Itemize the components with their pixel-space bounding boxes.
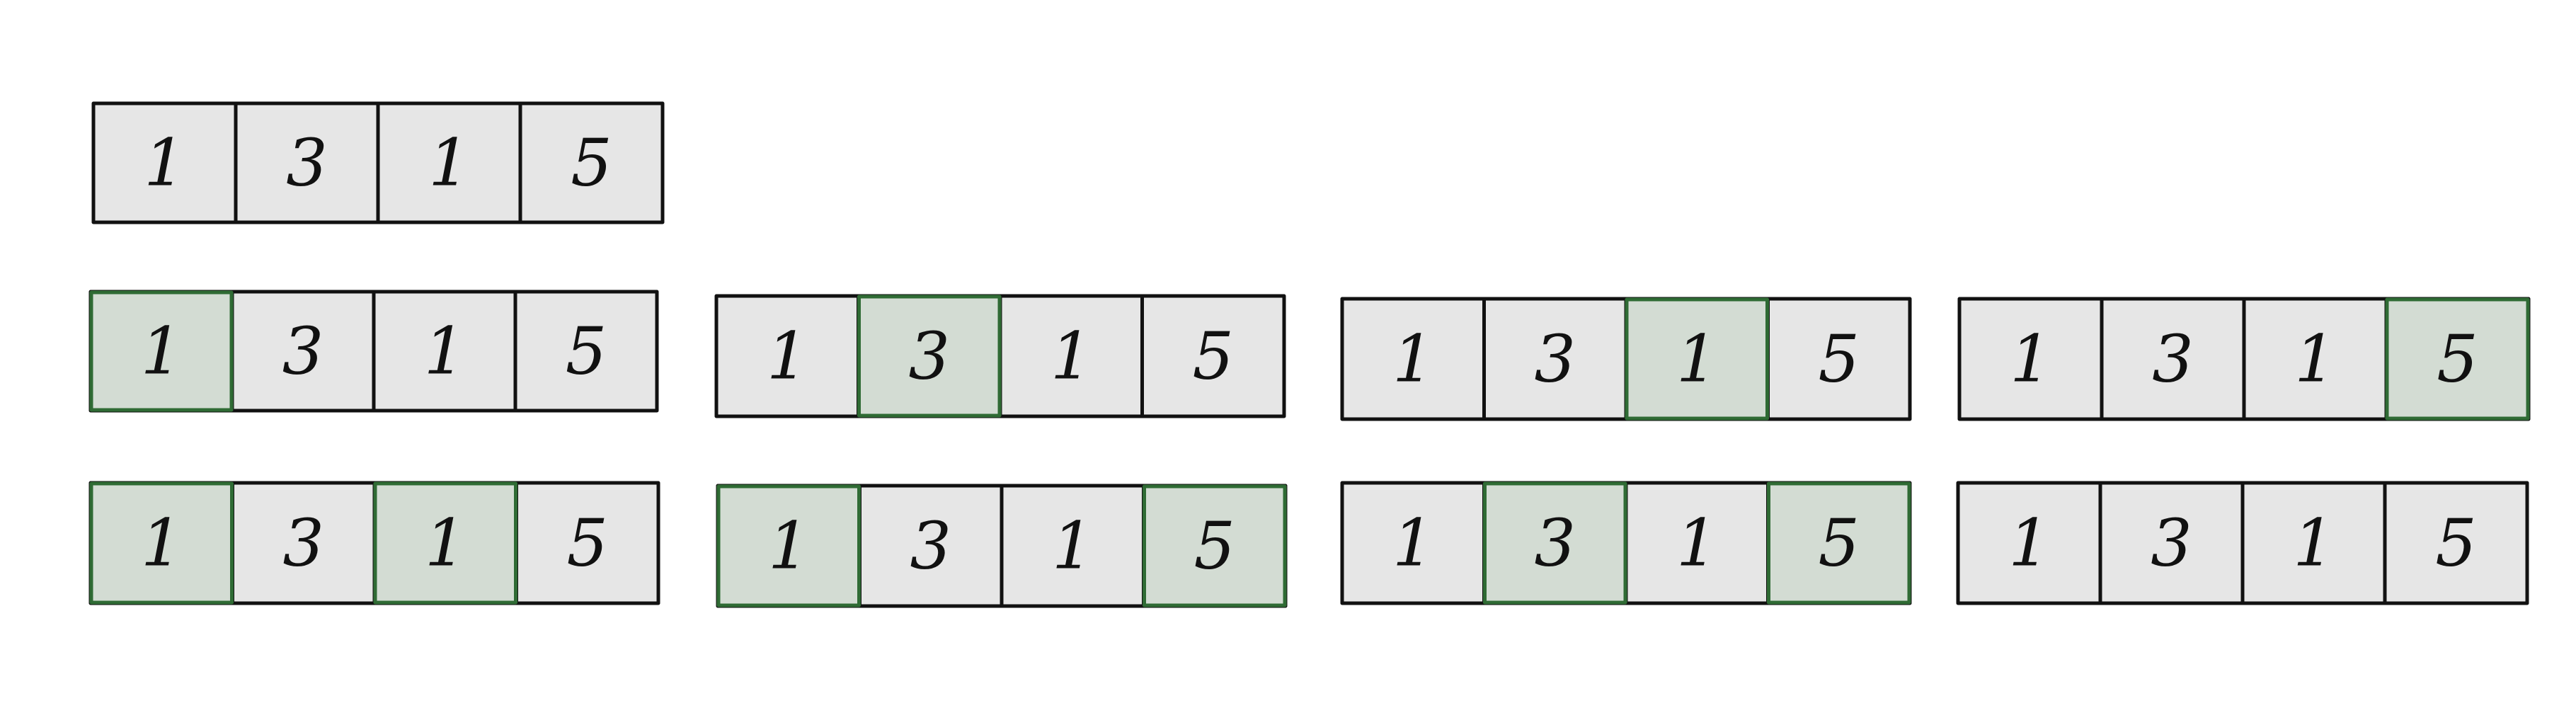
cell-digit: 5 (2437, 321, 2478, 397)
cell-bg (1958, 483, 2100, 603)
cell-bg (859, 486, 1002, 606)
cell-bg (232, 292, 374, 411)
highlighted-cell-bg (2386, 299, 2529, 419)
cell-digit: 1 (1051, 319, 1092, 394)
cell-digit: 1 (1392, 506, 1434, 581)
array-outline (91, 101, 665, 224)
cell-bg (1000, 296, 1143, 416)
cell-digit: 1 (144, 125, 185, 201)
highlight-border (89, 290, 234, 412)
cell-digit: 1 (1676, 321, 1718, 397)
cell-digit: 3 (910, 508, 951, 584)
cell-digit: 1 (141, 506, 183, 581)
cell-digit: 3 (1534, 506, 1576, 581)
highlight-border (1483, 481, 1627, 605)
cell-digit: 5 (571, 125, 612, 201)
cell-bg (378, 103, 520, 222)
cell-bg (93, 103, 236, 222)
cell-bg (232, 483, 374, 603)
cell-digit: 5 (1193, 508, 1235, 584)
highlight-border (1143, 484, 1287, 607)
subset-pick-3: 1 3 1 5 (1340, 297, 1912, 421)
cell-digit: 1 (2010, 321, 2051, 397)
cell-bg (520, 103, 663, 222)
cell-bg (2100, 483, 2243, 603)
subset-pick-2: 1 3 1 5 (714, 294, 1286, 418)
highlighted-cell-bg (858, 296, 1000, 416)
subset-pick-1-3: 1 3 1 5 (88, 481, 660, 605)
cell-bg (1484, 299, 1626, 419)
cell-digit: 3 (282, 314, 324, 389)
cell-digit: 1 (141, 314, 183, 389)
cell-bg (1342, 299, 1484, 419)
cell-digit: 5 (566, 314, 607, 389)
highlighted-cell-bg (1626, 299, 1768, 419)
cell-digit: 3 (286, 125, 328, 201)
cell-digit: 3 (282, 506, 324, 581)
cell-digit: 3 (1534, 321, 1576, 397)
highlighted-cell-bg (1143, 486, 1286, 606)
cell-bg (1626, 483, 1768, 603)
cell-digit: 1 (767, 319, 808, 394)
cell-digit: 5 (1818, 321, 1860, 397)
cell-bg (1959, 299, 2102, 419)
highlighted-cell-bg (1484, 483, 1626, 603)
cell-digit: 1 (768, 508, 810, 584)
cell-bg (1002, 486, 1144, 606)
cell-digit: 5 (2435, 506, 2477, 581)
subset-pick-4: 1 3 1 5 (1957, 297, 2531, 421)
cell-digit: 1 (1676, 506, 1718, 581)
cell-bg (236, 103, 378, 222)
subset-pick-1-4: 1 3 1 5 (716, 484, 1288, 608)
cell-bg (1342, 483, 1484, 603)
highlight-border (373, 481, 517, 605)
cell-digit: 1 (2008, 506, 2050, 581)
cell-bg (516, 483, 658, 603)
array-outline (1956, 481, 2529, 605)
cell-digit: 1 (2293, 506, 2335, 581)
highlight-border (716, 484, 861, 607)
cell-digit: 3 (2152, 321, 2194, 397)
cell-digit: 1 (1052, 508, 1094, 584)
cell-bg (374, 292, 515, 411)
highlighted-cell-bg (91, 292, 232, 411)
highlight-border (1767, 481, 1911, 605)
highlighted-cell-bg (91, 483, 233, 603)
cell-digit: 3 (908, 319, 950, 394)
original-array: 1 3 1 5 (91, 101, 665, 224)
cell-digit: 1 (425, 506, 466, 581)
subset-pick-none: 1 3 1 5 (1956, 481, 2529, 605)
cell-digit: 1 (2294, 321, 2336, 397)
cell-digit: 5 (1818, 506, 1860, 581)
cell-bg (716, 296, 859, 416)
highlighted-cell-bg (718, 486, 860, 606)
cell-digit: 1 (1392, 321, 1434, 397)
highlighted-cell-bg (1768, 483, 1910, 603)
cell-bg (2243, 483, 2385, 603)
cell-digit: 1 (428, 125, 470, 201)
highlight-border (2385, 297, 2530, 421)
cell-digit: 5 (566, 506, 608, 581)
cell-digit: 1 (424, 314, 466, 389)
cell-digit: 5 (1192, 319, 1234, 394)
highlight-border (1625, 297, 1769, 421)
cell-bg (2102, 299, 2244, 419)
cell-bg (1768, 299, 1910, 419)
subset-pick-2-4: 1 3 1 5 (1340, 481, 1912, 605)
highlight-border (89, 481, 234, 605)
cell-bg (1142, 296, 1284, 416)
cell-bg (2385, 483, 2527, 603)
cell-digit: 3 (2151, 506, 2192, 581)
cell-bg (515, 292, 657, 411)
cell-bg (2244, 299, 2386, 419)
highlighted-cell-bg (374, 483, 517, 603)
subset-pick-1: 1 3 1 5 (88, 290, 659, 413)
highlight-border (857, 295, 1002, 418)
